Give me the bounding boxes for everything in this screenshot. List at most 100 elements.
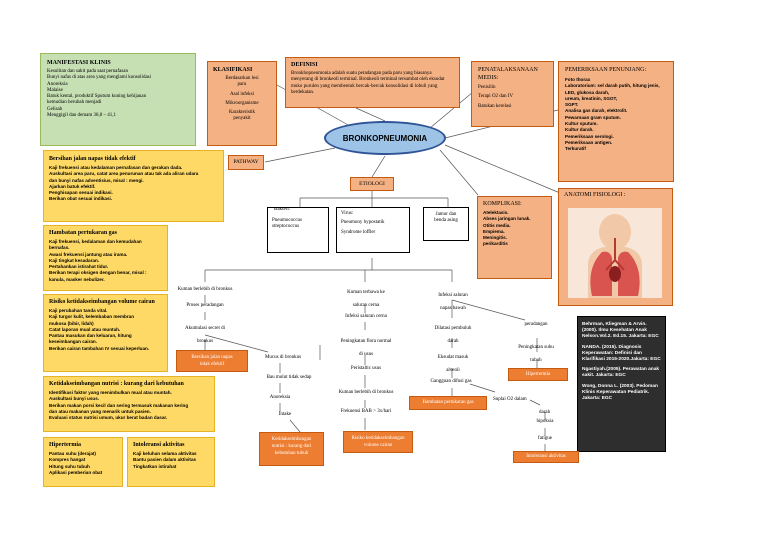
risiko-cairan-box: Risiko ketidakseimbangan volume cairan K… (43, 294, 168, 372)
virus-item: Pneumony hypostatik (341, 220, 385, 226)
flow-node: Suplai O2 dalam darah (493, 391, 563, 416)
diagnosis-risiko-cairan: Risiko ketidakseimbangan volume cairan (343, 431, 413, 453)
pemeriksaan-item: Pemeriksaan antigen. (565, 139, 613, 145)
flow-node: hipoksia (536, 419, 554, 424)
komplikasi-item: Abses jaringan lunak. (483, 216, 531, 222)
manifestasi-item: Anoreksia (47, 81, 68, 87)
bakteri-item: Pneumococcus (272, 218, 302, 223)
klasifikasi-item: Karakteristik (228, 110, 256, 116)
reference-item: Ngastiyah.(2005). Perawatan anak sakit. … (582, 367, 660, 379)
flow-node-line: Ketidakseimbangan (271, 437, 312, 442)
manifestasi-item: Bunyi nafas di atas area yang menglami k… (47, 75, 152, 81)
bakteri-label: Bakteri: (274, 207, 291, 214)
virus-label: Virus: (341, 211, 354, 216)
flow-node: Frekuensi BAB > 3x/hari (340, 409, 392, 414)
flow-node: Akumulasi secret di bronkus (168, 320, 242, 345)
pemeriksaan-item: Laboratorium: sel darah putih, hitung je… (565, 83, 660, 95)
risiko-cairan-item: mukosa (bibir, lidah) (49, 320, 94, 326)
references-box: Behrman, Kliegman & Arvin. (2000). Ilmu … (577, 316, 666, 452)
manifestasi-item: Malaise (47, 87, 63, 93)
nutrisi-item: Identifikasi faktor yang menimbulkan mua… (49, 390, 172, 395)
flow-node-line: di usus (358, 351, 374, 357)
penatalaksanaan-title: PENATALAKSANAAN MEDIS: (478, 67, 538, 81)
klasifikasi-box: KLASIFIKASI Berdasarkan lesi paru Asal i… (207, 61, 277, 146)
manifestasi-item: Batuk kental, produktif Sputum kuning ke… (47, 94, 147, 100)
hipertermia-item: Aplikasi pemberian obat (49, 469, 103, 475)
flow-node-line: bronkus (196, 338, 214, 344)
flow-node: Peningkatan flora normal di usus (325, 333, 407, 358)
flow-node: Gangguan difusi gas (430, 379, 472, 384)
etiologi-box: ETIOLOGI (350, 177, 394, 191)
flow-node-line: darah (539, 409, 551, 415)
komplikasi-item: Empiema. (483, 228, 505, 234)
klasifikasi-item: Berdasarkan lesi (225, 76, 259, 81)
reference-item: NANDA. (2015). Diagnosis Keperawatan: De… (582, 344, 661, 363)
intoleransi-item: Bantu pasien dalam aktivitas (133, 457, 197, 463)
komplikasi-item: perikarditis (483, 241, 508, 247)
klasifikasi-item: Mikroorganisme (225, 100, 259, 106)
flow-node: Kuman berlebih di bronkus (177, 287, 233, 292)
pemeriksaan-item: SGPT. (565, 102, 579, 108)
flow-node-line: Suplai O2 dalam (493, 397, 527, 403)
flow-node: fatigue (538, 436, 552, 441)
jamur-item: benda asing (434, 218, 458, 224)
flow-node-line: Akumulasi secret di (185, 326, 225, 332)
penatalaksanaan-item: Terapi O2 dan IV (478, 94, 514, 100)
nutrisi-box: Ketidakseimbangan nutrisi : kurang dari … (43, 376, 215, 432)
flow-node: Kuman berlebih di bronkus (338, 390, 394, 395)
risiko-cairan-item: Catat laporan mual atau muntah. (49, 326, 121, 332)
nutrisi-item: Berikan makan porsi kecil dan sering ter… (49, 402, 189, 408)
flow-node: Eksudat masuk alveoli (425, 349, 481, 374)
intoleransi-title: Intoleransi aktivitas (133, 442, 185, 448)
flow-node: Bau mulut tidak sedap (266, 375, 312, 380)
flow-node: Intake (278, 412, 292, 417)
diagnosis-hipertermia: Hipertermia (508, 368, 568, 381)
bersihan-item: dan bunyi nafas adventisius, misal : men… (49, 177, 144, 183)
pemeriksaan-item: Analisa gas darah, elektrolit. (565, 108, 628, 114)
intoleransi-box: Intoleransi aktivitas Kaji keluhan selam… (127, 437, 215, 487)
bersihan-item: Ajarkan batuk efektif. (49, 183, 96, 189)
jamur-box: Jamur dan benda asing (423, 207, 469, 241)
bersihan-item: Auskultasi area paru, catat area penurun… (49, 171, 199, 177)
manifestasi-title: MANIFESTASI KLINIS (47, 60, 111, 66)
intoleransi-item: Tingkatkan istirahat (133, 463, 177, 469)
flow-node-line: Peningkatan flora normal (340, 339, 392, 345)
lung-illustration (568, 208, 662, 298)
flow-node-line: darah (447, 338, 459, 344)
flow-node: Dilatasi pembuluh darah (425, 320, 481, 345)
flow-node: peradangan (524, 322, 548, 327)
komplikasi-box: KOMPLIKASI: Atelektasis. Abses jaringan … (477, 196, 552, 279)
virus-item: Syndrome loffler (341, 229, 376, 235)
flow-node-line: napas bawah (440, 305, 466, 311)
pertukaran-item: Kaji tingkat kesadaran. (49, 257, 100, 263)
flow-node-line: Bersihan jalan napas (191, 355, 233, 360)
penatalaksanaan-item: Penisilin (478, 85, 496, 90)
bersihan-title: Bersihan jalan napas tidak efektif (49, 156, 136, 162)
flow-node: Mucus di bronkus (264, 355, 302, 360)
komplikasi-item: Atelektasis. (483, 210, 509, 215)
pertukaran-gas-box: Hambatan pertukaran gas Kaji frekuensi, … (43, 225, 168, 291)
flow-node-line: Eksudat masuk (437, 355, 469, 361)
risiko-cairan-item: keseimbangan cairan. (49, 339, 98, 345)
reference-item: Behrman, Kliegman & Arvin. (2000). Ilmu … (582, 322, 659, 340)
flow-node: Kuman terbawa ke saluran cerna (330, 284, 402, 309)
manifestasi-item: Gelisah (47, 106, 63, 112)
diagnosis-intoleransi: Intoleransi aktivitas (513, 451, 579, 463)
pemeriksaan-item: Foto thorax (565, 77, 591, 82)
flow-node-line: volume cairan (363, 443, 393, 448)
pemeriksaan-item: Pewarnaan gram sputum. (565, 114, 621, 120)
intoleransi-item: Kaji keluhan selama aktivitas (133, 451, 197, 456)
center-topic: BRONKOPNEUMONIA (324, 121, 446, 155)
komplikasi-item: Meningitis. (483, 235, 507, 241)
klasifikasi-title: KLASIFIKASI (213, 67, 253, 73)
hipertermia-item: Pantau suhu (derajat) (49, 451, 96, 456)
pertukaran-title: Hambatan pertukaran gas (49, 230, 118, 236)
flow-node-line: Kuman terbawa ke (347, 290, 385, 296)
pemeriksaan-item: Pemeriksaan serologi. (565, 133, 614, 139)
flow-node: Proses peradangan (186, 303, 224, 308)
flow-node-line: Dilatasi pembuluh (434, 326, 472, 332)
flow-node-line: Risiko ketidakseimbangan (351, 436, 405, 441)
nutrisi-title: Ketidakseimbangan nutrisi : kurang dari … (49, 381, 184, 387)
flow-node-line: Peningkatan suhu (518, 345, 554, 351)
pemeriksaan-title: PEMERIKSAAN PENUNJANG: (565, 67, 647, 73)
